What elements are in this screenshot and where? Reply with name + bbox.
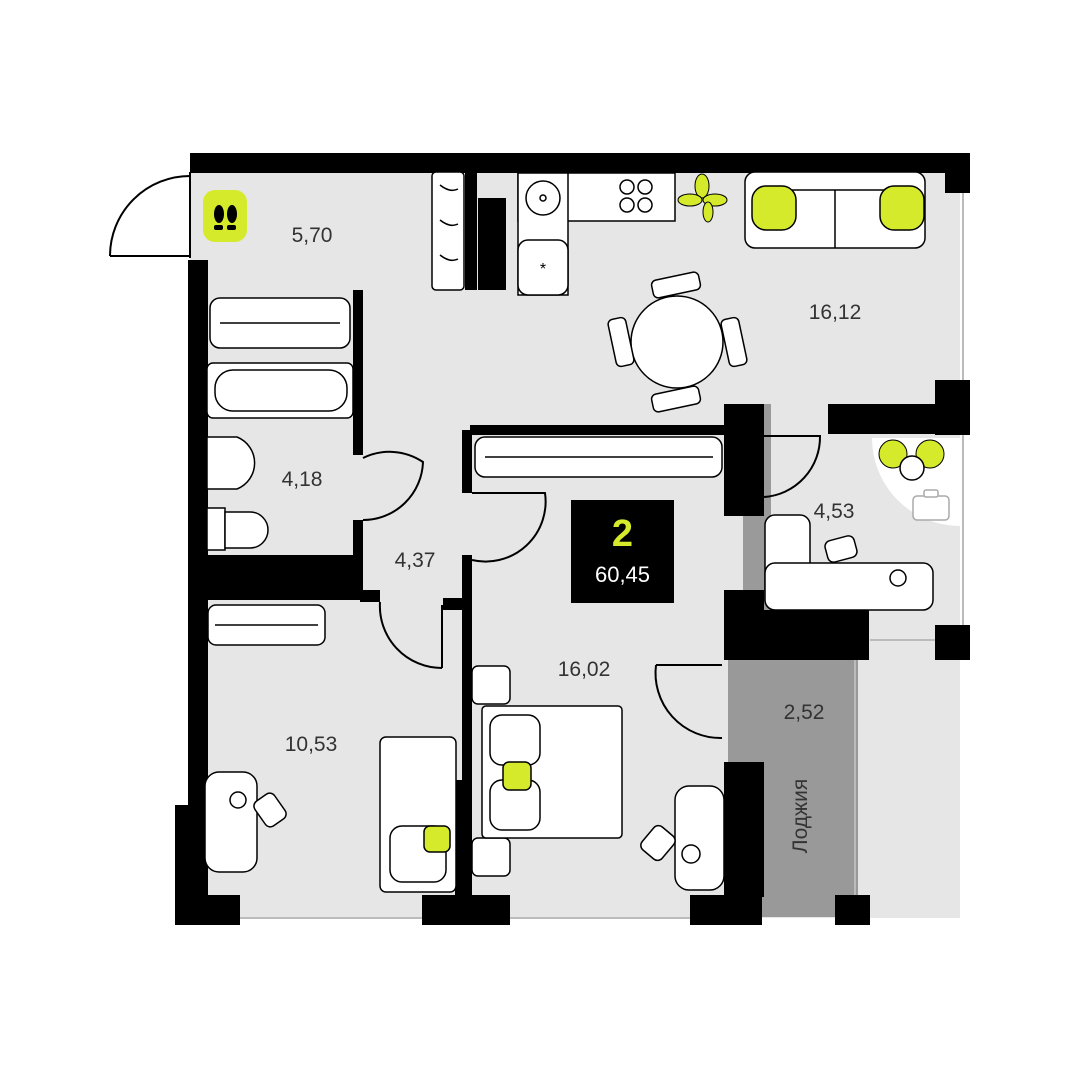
interior-doors [362, 435, 822, 740]
bed-icon [379, 736, 457, 893]
radiator-icon [474, 436, 723, 478]
footprints-icon [203, 190, 247, 242]
room-area-corridor: 4,37 [394, 549, 436, 572]
walls [175, 153, 970, 925]
room-area-bedroom-main: 16,02 [557, 658, 611, 681]
kitchen: * [517, 172, 676, 296]
sink-icon [206, 436, 256, 490]
radiator-icon [207, 604, 326, 646]
chair-icon [253, 792, 287, 828]
wardrobe-icon [431, 171, 465, 291]
sofa-icon [744, 171, 926, 249]
windows [240, 193, 964, 919]
dining-table-icon [607, 271, 748, 413]
briefcase-icon [912, 489, 950, 521]
room-count: 2 [611, 513, 634, 555]
chair-icon [824, 535, 858, 563]
bathtub-icon [206, 362, 354, 419]
pillow-icon [751, 185, 925, 231]
bed-icon [471, 665, 623, 877]
chair-icon [640, 824, 676, 862]
desk-icon [674, 785, 725, 891]
plant-icon [677, 173, 728, 223]
loggia-label: Лоджия [789, 778, 812, 854]
desk-icon [204, 771, 258, 873]
room-area-bedroom-small: 10,53 [284, 733, 338, 756]
radiator-icon [209, 297, 351, 349]
room-area-office: 4,53 [813, 500, 855, 523]
desk-icon [764, 514, 934, 611]
room-area-hallway: 5,70 [291, 224, 333, 247]
toilet-icon [206, 507, 269, 551]
stove-icon [619, 179, 653, 213]
room-area-kitchen-living: 16,12 [808, 301, 862, 324]
sink-icon [525, 180, 561, 216]
apartment-badge: 2 60,45 [571, 500, 674, 603]
svg-text:*: * [540, 261, 546, 278]
door-icon [109, 172, 191, 258]
room-area-bathroom: 4,18 [281, 468, 323, 491]
room-area-loggia: 2,52 [783, 701, 825, 724]
total-area: 60,45 [594, 562, 651, 587]
